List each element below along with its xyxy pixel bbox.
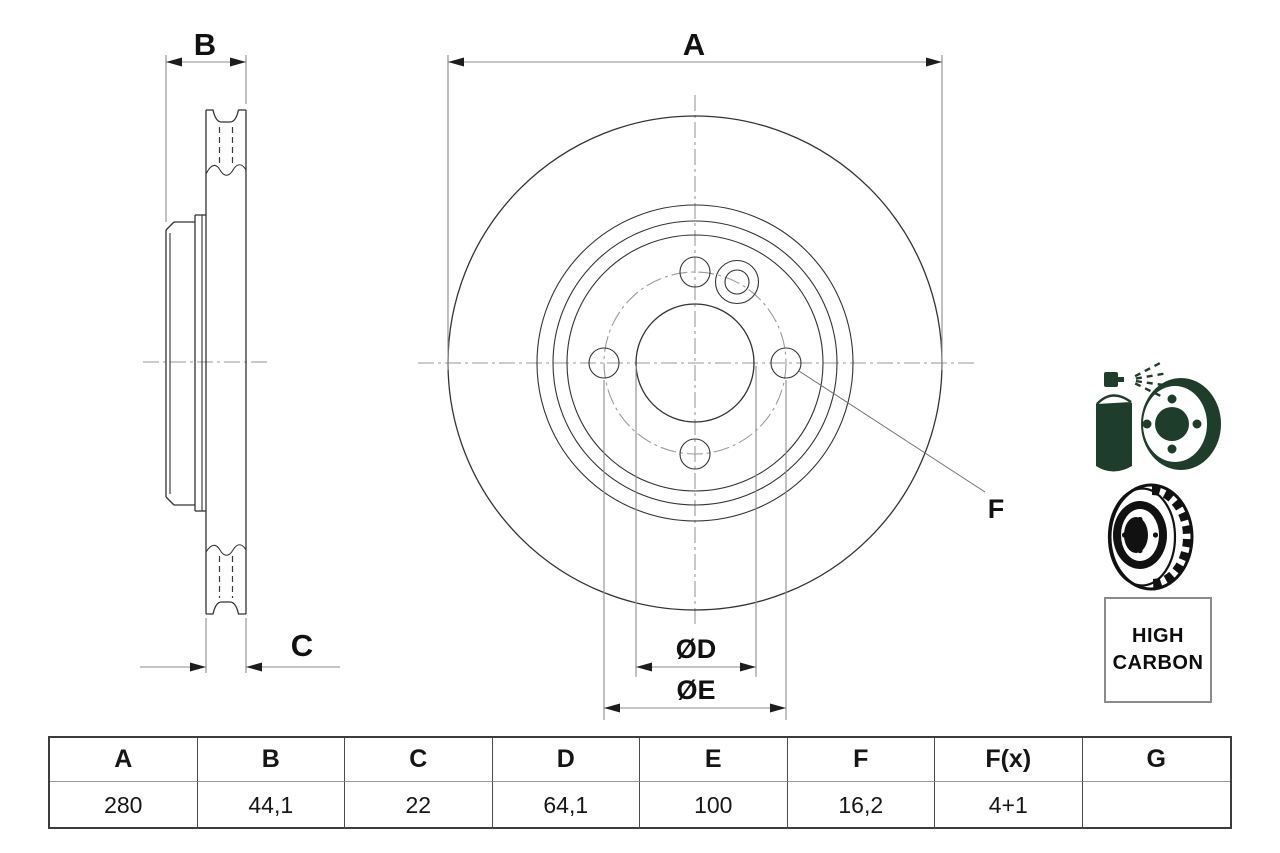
vented-brake-disc-icon — [1107, 483, 1194, 591]
dimension-C: C — [140, 618, 340, 673]
center-bore-circle — [635, 303, 755, 423]
table-value-cell: 4+1 — [935, 782, 1083, 829]
table-value-cell: 22 — [345, 782, 493, 829]
high-carbon-line2: CARBON — [1112, 652, 1204, 674]
dimension-D: ØD — [635, 366, 757, 677]
table-header-cell: B — [197, 738, 345, 782]
break-line-bottom — [205, 544, 247, 556]
dim-label-OD: ØD — [676, 634, 717, 664]
hat-rim-circle — [552, 220, 838, 506]
front-view: A ØD ØE F — [418, 27, 1004, 720]
table-header-cell: C — [345, 738, 493, 782]
table-value-cell — [1083, 782, 1231, 829]
table-header-cell: F(x) — [935, 738, 1083, 782]
table-header-cell: E — [640, 738, 788, 782]
dimension-E: ØE — [603, 380, 787, 720]
dim-label-OE: ØE — [676, 675, 715, 705]
dimension-table: A B C D E F F(x) G 280 44,1 22 64,1 100 … — [48, 736, 1232, 829]
vent-notch-top — [206, 109, 246, 123]
pin-hole-outer — [714, 259, 760, 305]
table-header-cell: A — [50, 738, 198, 782]
table-header-cell: D — [492, 738, 640, 782]
table-value-cell: 44,1 — [198, 782, 345, 829]
table-value-cell: 100 — [640, 782, 788, 829]
bolt-hole-bottom — [679, 438, 711, 470]
bolt-hole-right — [770, 347, 802, 379]
side-section-view: B C — [140, 27, 340, 673]
pin-hole-inner — [724, 269, 750, 295]
bolt-hole-top — [679, 256, 711, 288]
high-carbon-stamp: HIGH CARBON — [1104, 597, 1212, 703]
vent-slots — [1151, 485, 1193, 589]
spray-coated-disc-icon — [1096, 362, 1221, 472]
table-value-cell: 280 — [50, 782, 198, 829]
bolt-hole-left — [588, 347, 620, 379]
hat-face-circle — [566, 234, 824, 492]
dim-label-F: F — [988, 494, 1005, 524]
table-header-cell: F — [787, 738, 935, 782]
friction-band-inner-circle — [536, 204, 854, 522]
dimension-F: F — [798, 370, 1005, 524]
dimension-A: A — [447, 27, 943, 370]
table-header-cell: G — [1082, 738, 1230, 782]
dim-label-A: A — [683, 27, 705, 62]
high-carbon-line1: HIGH — [1132, 625, 1184, 647]
vent-notch-bottom — [206, 601, 246, 615]
table-value-cell: 64,1 — [493, 782, 640, 829]
table-value-cell: 16,2 — [788, 782, 935, 829]
spray-mist — [1134, 362, 1164, 397]
break-line-top — [205, 164, 247, 176]
hat-profile — [165, 214, 206, 512]
dim-label-C: C — [291, 628, 313, 663]
dimension-B: B — [165, 27, 247, 222]
dim-label-B: B — [194, 27, 216, 62]
bolt-circle — [603, 271, 787, 455]
